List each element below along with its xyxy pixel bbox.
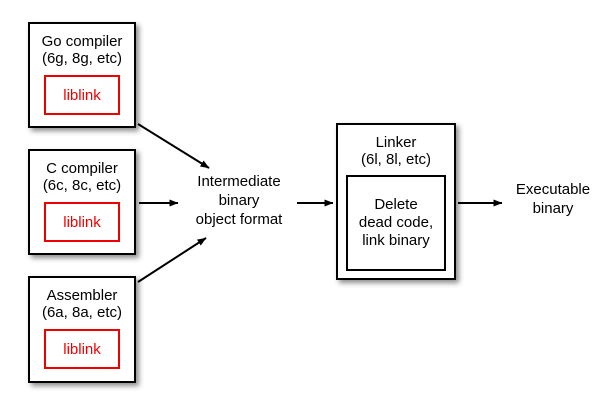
c-compiler-title: C compiler (6c, 8c, etc)	[42, 160, 122, 194]
executable-binary-label: Executable binary	[515, 181, 591, 217]
go-compiler-title: Go compiler (6g, 8g, etc)	[41, 33, 123, 67]
c-compiler-box[interactable]: C compiler (6c, 8c, etc) liblink	[28, 149, 136, 255]
edge-assembler-to-intermediate	[137, 237, 207, 283]
edge-go-to-intermediate	[137, 123, 210, 169]
assembler-box[interactable]: Assembler (6a, 8a, etc) liblink	[28, 276, 136, 383]
c-compiler-liblink-box[interactable]: liblink	[44, 202, 120, 242]
linker-delete-dead-code-box[interactable]: Delete dead code, link binary	[346, 175, 446, 271]
linker-box[interactable]: Linker (6l, 8l, etc) Delete dead code, l…	[336, 123, 456, 280]
go-compiler-liblink-box[interactable]: liblink	[44, 75, 120, 115]
intermediate-format-label: Intermediate binary object format	[195, 173, 283, 228]
assembler-liblink-box[interactable]: liblink	[44, 329, 120, 369]
linker-title: Linker (6l, 8l, etc)	[360, 134, 432, 168]
assembler-title: Assembler (6a, 8a, etc)	[41, 287, 123, 321]
go-compiler-box[interactable]: Go compiler (6g, 8g, etc) liblink	[28, 22, 136, 128]
